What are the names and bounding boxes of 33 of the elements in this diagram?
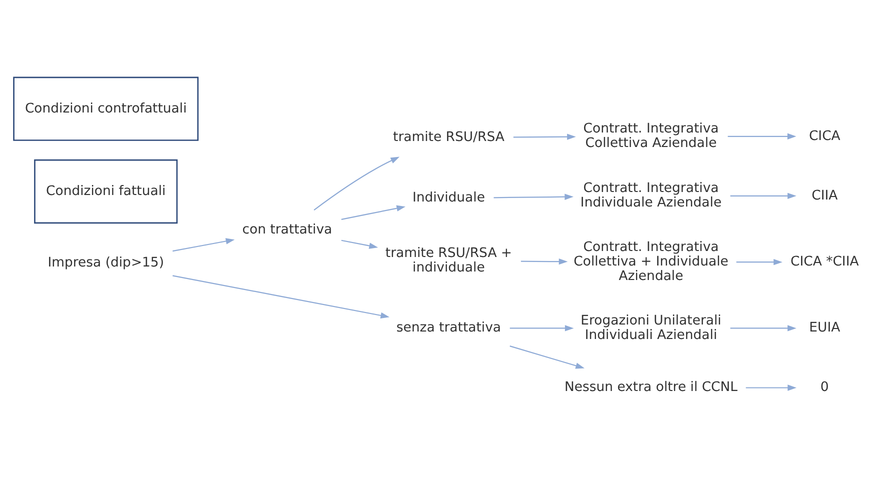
arrow (313, 156, 400, 210)
node-text: Erogazioni Unilaterali Individuali Aziendali (580, 313, 721, 343)
node-text: Contratt. Integrativa Individuale Aziendale (580, 181, 722, 211)
arrow (745, 384, 796, 391)
arrow (730, 192, 796, 200)
arrow (172, 275, 389, 318)
node-text: senza trattativa (396, 320, 501, 336)
node-text: CICA *CIIA (790, 254, 858, 270)
arrow (520, 258, 568, 265)
arrow (509, 325, 574, 332)
node-text: CIIA (811, 188, 838, 204)
arrow (493, 194, 573, 200)
node-text: CICA (808, 128, 840, 144)
node-box: Condizioni fattuali (34, 159, 178, 224)
node-text: Impresa (dip>15) (47, 256, 164, 271)
node-text: Contratt. Integrativa Collettiva Aziendale (582, 122, 718, 151)
node-text: Contratt. Integrativa Collettiva + Individuale Aziendale (573, 240, 728, 284)
arrow (512, 134, 576, 140)
node-text: tramite RSU/RSA (392, 130, 504, 145)
node-text: 0 (820, 380, 828, 396)
arrow (172, 238, 234, 252)
node-text: EUIA (808, 320, 840, 336)
arrow (730, 325, 796, 332)
node-text: con trattativa (242, 222, 332, 238)
node-text: Nessun extra oltre il CCNL (564, 380, 738, 396)
arrow (340, 205, 405, 220)
arrow (509, 346, 584, 369)
node-text: Individuale (412, 190, 484, 206)
node-box: Condizioni controfattuali (12, 76, 198, 141)
arrow (736, 258, 782, 266)
arrow (340, 240, 378, 249)
node-text: tramite RSU/RSA + individuale (384, 246, 512, 276)
arrow (727, 133, 796, 140)
